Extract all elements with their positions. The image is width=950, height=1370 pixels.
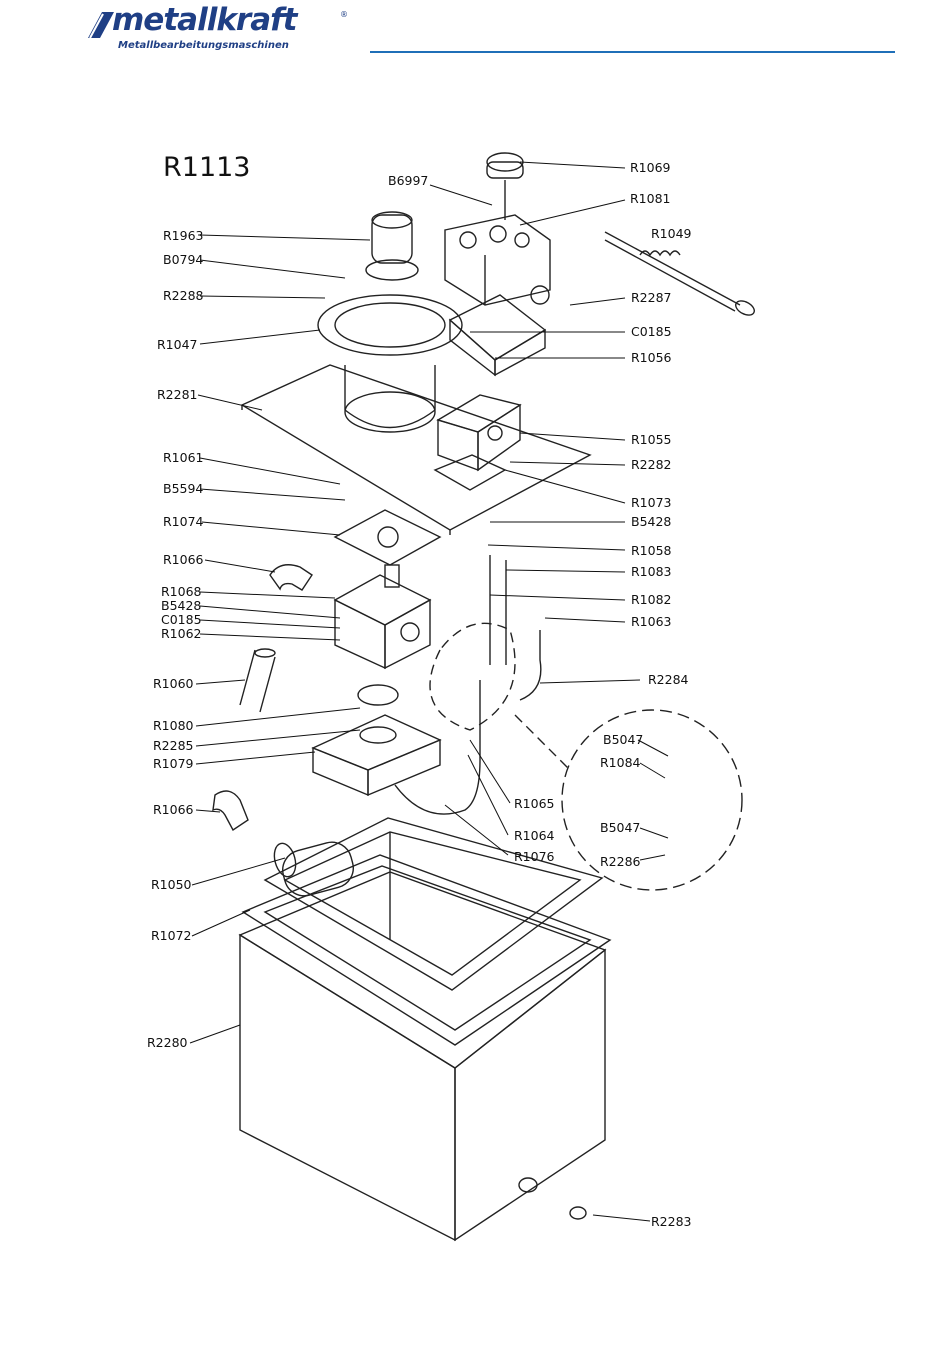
- oil-tank: [238, 871, 607, 1242]
- label-right-16: R2284: [648, 672, 689, 687]
- label-right-2: B6997: [388, 173, 428, 188]
- drain-plug: [569, 1206, 587, 1220]
- label-left-19: R1050: [151, 877, 192, 892]
- control-valve: [444, 214, 551, 306]
- label-right-7: R1056: [631, 350, 672, 365]
- label-left-5: R2281: [157, 387, 198, 402]
- label-left-16: R2285: [153, 738, 194, 753]
- seal-ring: [359, 726, 397, 744]
- parts-drawing: [212, 152, 755, 1242]
- label-right-17: R1065: [514, 796, 555, 811]
- block-gasket: [433, 454, 507, 491]
- brand-tagline: Metallbearbeitungsmaschinen: [118, 40, 289, 51]
- label-right-20: R2283: [651, 1214, 692, 1229]
- brand-name: metallkraft: [112, 2, 297, 38]
- label-left-20: R1072: [151, 928, 192, 943]
- label-left-17: R1079: [153, 756, 194, 771]
- suction-filter: [273, 841, 354, 897]
- label-left-21: R2280: [147, 1035, 188, 1050]
- label-right-6: C0185: [631, 324, 672, 339]
- label-left-6: R1061: [163, 450, 204, 465]
- label-right-19: R1076: [514, 849, 555, 864]
- label-left-13: R1062: [161, 626, 202, 641]
- mounting-plate: [240, 364, 592, 535]
- registered-mark: ®: [340, 10, 348, 19]
- label-right-1: R1069: [630, 160, 671, 175]
- label-right-4: R1049: [651, 226, 692, 241]
- label-right-11: B5428: [631, 514, 671, 529]
- label-right-12: R1058: [631, 543, 672, 558]
- brand-logo-icon: [88, 12, 114, 39]
- valve-lever: [604, 231, 755, 316]
- label-right-18: R1064: [514, 828, 555, 843]
- label-right-3: R1081: [630, 191, 671, 206]
- label-left-18: R1066: [153, 802, 194, 817]
- label-right-13: R1083: [631, 564, 672, 579]
- label-detail-4: R2286: [600, 854, 641, 869]
- label-left-2: B0794: [163, 252, 203, 267]
- label-left-14: R1060: [153, 676, 194, 691]
- label-detail-1: B5047: [603, 732, 643, 747]
- suction-tube: [239, 648, 276, 713]
- label-left-11: B5428: [161, 598, 201, 613]
- label-left-4: R1047: [157, 337, 198, 352]
- label-left-15: R1080: [153, 718, 194, 733]
- label-detail-2: R1084: [600, 755, 641, 770]
- label-detail-3: B5047: [600, 820, 640, 835]
- page-header: metallkraft ® Metallbearbeitungsmaschine…: [0, 0, 950, 70]
- pump-gasket: [333, 509, 442, 566]
- detail-callout-loop: [429, 622, 516, 731]
- label-left-1: R1963: [163, 228, 204, 243]
- label-right-15: R1063: [631, 614, 672, 629]
- part-labels: R1963 B0794 R2288 R1047 R2281 R1061 B559…: [147, 160, 692, 1229]
- pump-block: [311, 714, 442, 797]
- tank-gasket: [241, 817, 612, 1046]
- assembly-title: R1113: [163, 152, 251, 183]
- elbow-fitting-upper: [269, 564, 313, 591]
- coupling: [365, 211, 419, 281]
- label-right-10: R1073: [631, 495, 672, 510]
- pressure-hose: [519, 630, 542, 701]
- label-left-12: C0185: [161, 612, 202, 627]
- label-right-14: R1082: [631, 592, 672, 607]
- label-left-9: R1066: [163, 552, 204, 567]
- valve-knob: [486, 152, 524, 220]
- label-left-8: R1074: [163, 514, 204, 529]
- leader-lines: [189, 161, 669, 1222]
- elbow-fitting-lower: [212, 790, 249, 832]
- label-left-7: B5594: [163, 481, 203, 496]
- hydraulic-pump: [333, 564, 432, 670]
- return-hose: [394, 680, 481, 815]
- detail-callout: [561, 709, 743, 891]
- label-left-3: R2288: [163, 288, 204, 303]
- header-rule: [370, 51, 895, 53]
- label-right-5: R2287: [631, 290, 672, 305]
- pump-coupling: [357, 684, 399, 706]
- valve-manifold: [448, 294, 547, 377]
- bell-housing: [317, 294, 463, 433]
- label-left-10: R1068: [161, 584, 202, 599]
- label-right-9: R2282: [631, 457, 672, 472]
- label-right-8: R1055: [631, 432, 672, 447]
